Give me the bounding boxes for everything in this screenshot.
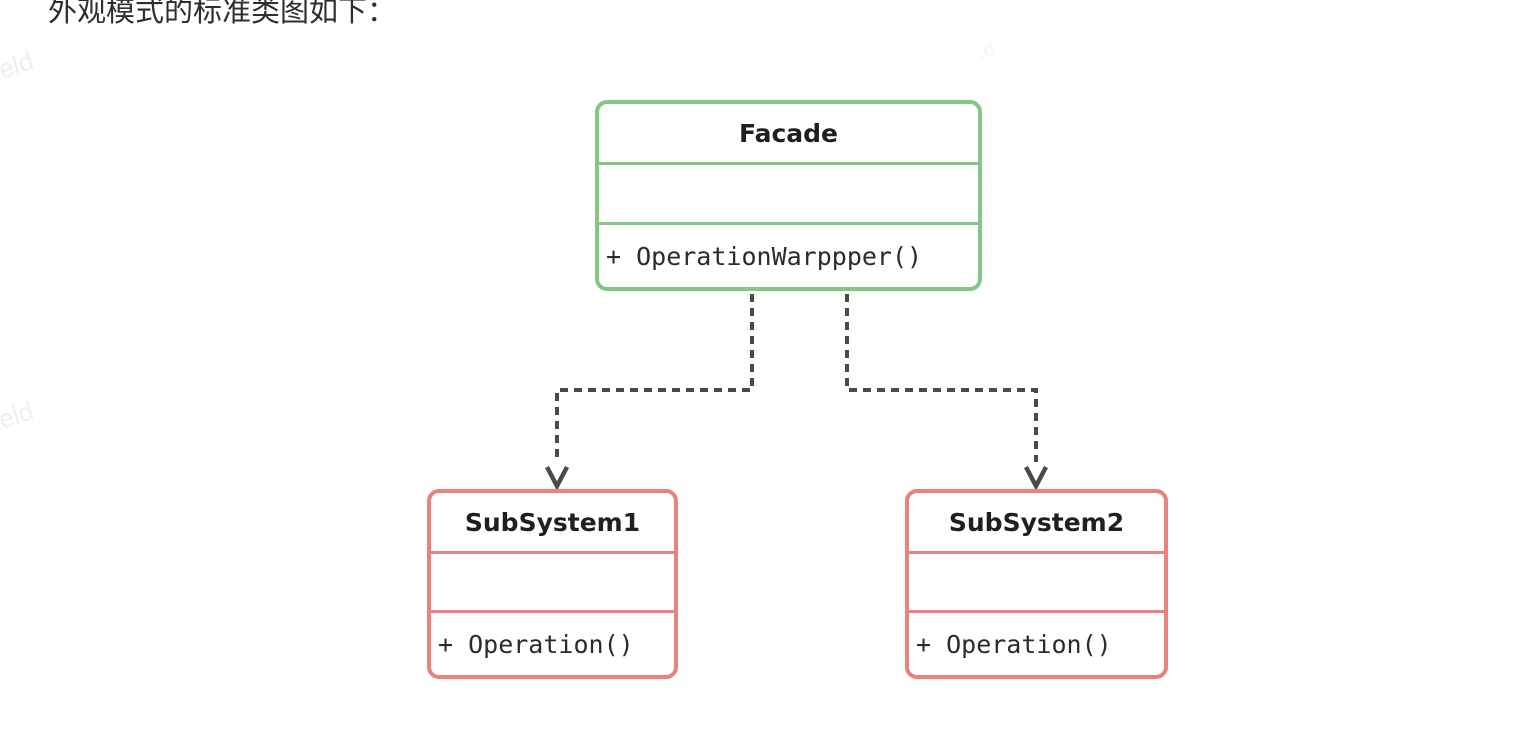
class-methods-facade: + OperationWarppper() [606,241,923,271]
page-heading: 外观模式的标准类图如下： [48,0,397,28]
dashed-dependency-facade-to-subsystem2 [845,294,1038,462]
class-attributes-subsystem2 [909,554,1164,613]
class-box-subsystem2: SubSystem2 + Operation() [905,489,1168,679]
class-attributes-facade [599,165,978,225]
class-name-subsystem2: SubSystem2 [909,493,1164,554]
class-name-facade: Facade [599,104,978,165]
arrowhead-subsystem1-icon [545,465,569,491]
class-name-subsystem1: SubSystem1 [431,493,674,554]
dashed-dependency-facade-to-subsystem1 [555,294,754,462]
arrowhead-subsystem2-icon [1024,465,1048,491]
class-box-facade: Facade + OperationWarppper() [595,100,982,291]
class-attributes-subsystem1 [431,554,674,613]
class-box-subsystem1: SubSystem1 + Operation() [427,489,678,679]
class-methods-subsystem1: + Operation() [438,629,634,659]
class-methods-subsystem2: + Operation() [916,629,1112,659]
